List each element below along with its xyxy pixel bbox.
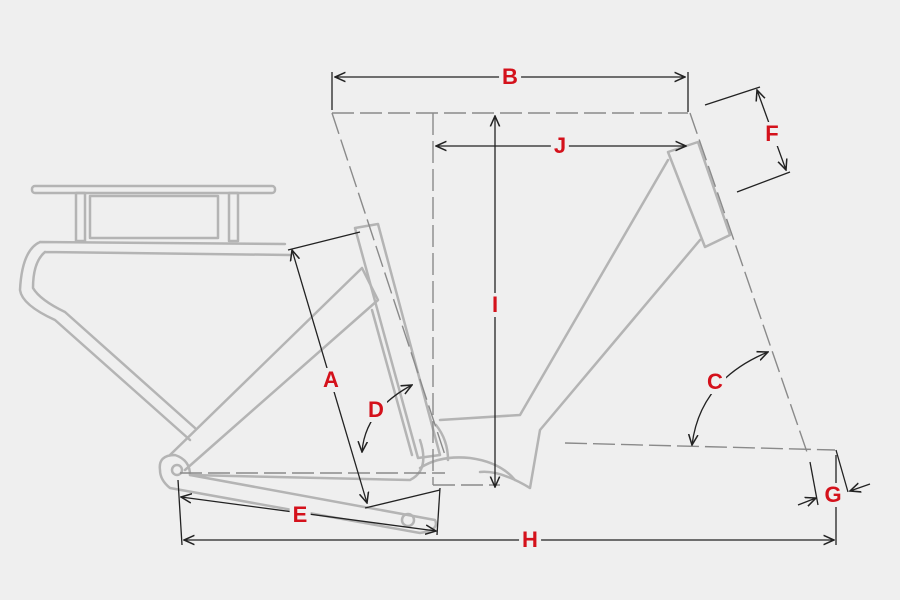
label-i: I [488,293,502,317]
label-g: G [821,483,845,507]
reference-lines [180,112,836,486]
label-h: H [519,528,541,552]
label-e: E [289,503,311,527]
label-d: D [365,398,387,422]
bike-frame [158,140,732,535]
label-j: J [550,134,570,158]
label-c: C [704,370,726,394]
label-f: F [762,122,782,146]
rear-rack [18,184,292,442]
label-b: B [499,65,521,89]
label-a: A [320,368,342,392]
